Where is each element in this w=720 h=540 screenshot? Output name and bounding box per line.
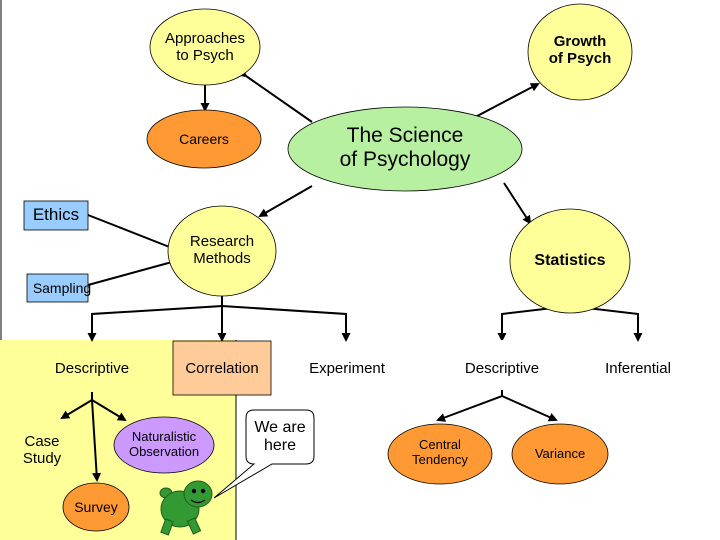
- node-descriptive-stats-shape: [450, 340, 554, 390]
- node-central-tendency-shape: [387, 423, 493, 485]
- callout-text: We are here: [254, 419, 306, 455]
- node-experiment-label: Experiment: [309, 360, 385, 377]
- node-variance-label: Variance: [534, 446, 586, 461]
- connector-sampling-research: [80, 261, 173, 292]
- connector-research-experiment: [221, 305, 351, 342]
- node-descriptive-stats-label: Descriptive: [464, 360, 540, 377]
- connector-science-research: [258, 185, 313, 217]
- callout-bubble: [213, 409, 315, 499]
- node-statistics-shape: [509, 208, 631, 314]
- node-survey-label: Survey: [74, 499, 118, 515]
- node-sampling-label: Sampling: [32, 280, 92, 296]
- connector-descriptive-survey: [91, 399, 102, 482]
- connector-descriptive-central: [436, 388, 503, 422]
- node-approaches-label: Approaches to Psych: [164, 30, 246, 65]
- node-approaches-shape: [149, 8, 261, 86]
- node-growth-label: Growth of Psych: [548, 33, 612, 68]
- connector-descriptive-variance: [501, 395, 558, 422]
- node-growth-shape: [527, 3, 633, 101]
- node-correlation-shape: [172, 340, 272, 396]
- node-science-shape: [287, 106, 523, 192]
- node-naturalistic-label: Naturalistic Observation: [128, 429, 200, 459]
- node-variance-shape: [511, 423, 609, 485]
- node-inferential-label: Inferential: [605, 360, 671, 377]
- turtle-mascot-icon: [159, 480, 213, 536]
- connector-ethics-research: [79, 208, 173, 249]
- node-research-shape: [167, 205, 277, 297]
- node-research-label: Research Methods: [189, 233, 255, 268]
- node-survey-shape: [62, 482, 130, 532]
- node-sampling-shape: [26, 273, 89, 303]
- node-naturalistic-shape: [113, 416, 215, 474]
- node-correlation-label: Correlation: [185, 360, 259, 377]
- node-science-label: The Science of Psychology: [339, 124, 471, 172]
- node-ethics-shape: [23, 200, 89, 231]
- connector-approaches-science: [237, 68, 313, 123]
- connector-science-statistics: [503, 182, 532, 225]
- node-descriptive-methods-shape: [37, 342, 147, 392]
- node-case-study-label: Case Study: [22, 433, 62, 468]
- node-descriptive-methods-label: Descriptive: [54, 360, 130, 377]
- node-inferential-shape: [586, 342, 690, 392]
- node-central-tendency-label: Central Tendency: [412, 437, 468, 467]
- node-ethics-label: Ethics: [32, 205, 80, 224]
- connector-research-descriptive: [87, 296, 223, 342]
- connector-descriptive-naturalistic: [91, 399, 127, 422]
- node-experiment-shape: [295, 343, 399, 393]
- connectors: [60, 68, 643, 482]
- node-statistics-label: Statistics: [534, 252, 606, 269]
- node-careers-label: Careers: [179, 131, 229, 147]
- node-case-study-shape: [4, 417, 80, 483]
- node-careers-shape: [146, 109, 262, 169]
